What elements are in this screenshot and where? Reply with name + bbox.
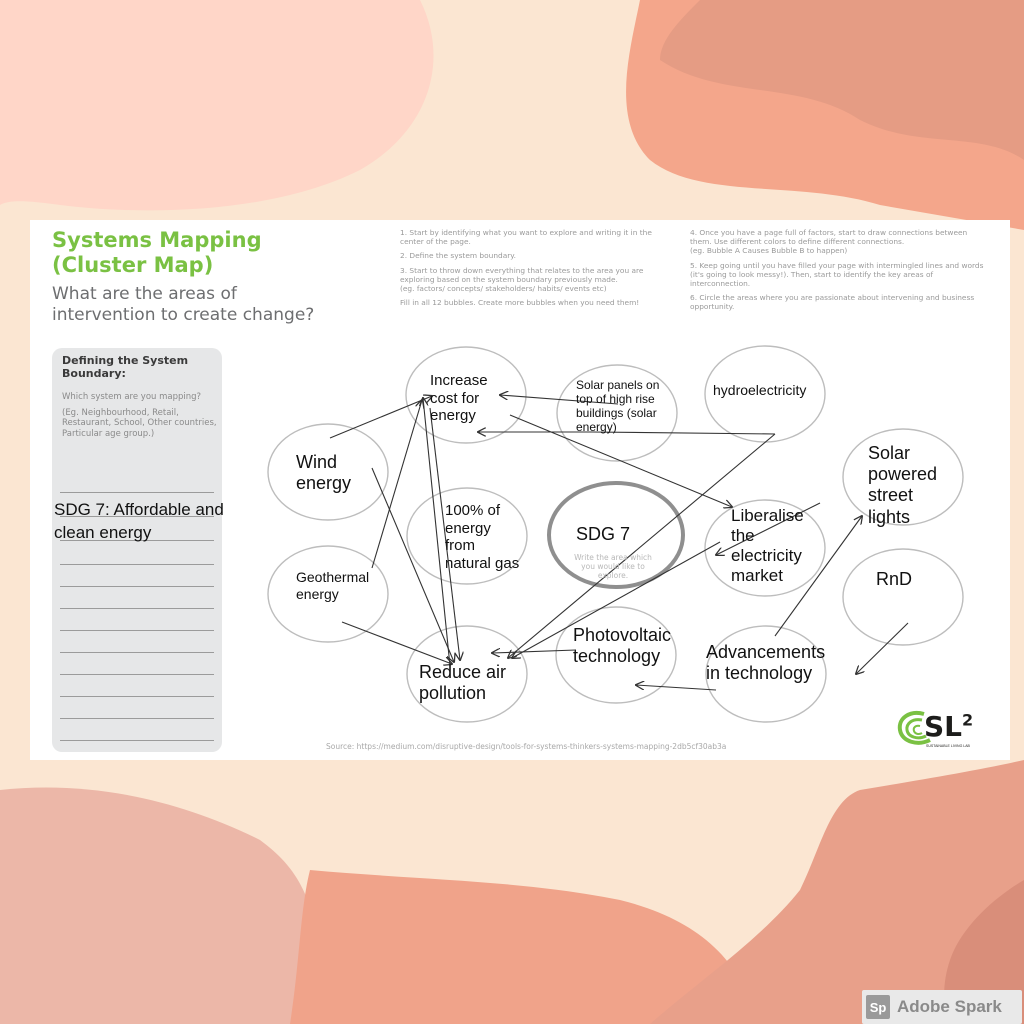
- boundary-heading: Defining the System Boundary:: [62, 354, 189, 380]
- node-increase-cost: Increase cost for energy: [430, 372, 488, 425]
- logo-text: SL: [924, 710, 963, 743]
- bubble-solar-street-lights: [842, 428, 964, 526]
- node-natural-gas: 100% of energy from natural gas: [445, 502, 520, 573]
- arrow-hydro-to-cost: [478, 432, 776, 434]
- worksheet-title: Systems Mapping (Cluster Map): [52, 228, 262, 277]
- adobe-spark-text: Adobe Spark: [897, 997, 1002, 1016]
- instructions-column-1: 1. Start by identifying what you want to…: [400, 228, 652, 308]
- arrow-solar-to-cost: [500, 395, 619, 405]
- bubble-solar-panels: [556, 364, 678, 462]
- bubble-geothermal: [267, 545, 389, 643]
- node-advancements: Advancements in technology: [706, 642, 826, 684]
- bubble-center: [547, 481, 685, 589]
- center-instruction: Write the area which you would like to e…: [574, 553, 652, 580]
- adobe-spark-icon: Sp: [866, 995, 890, 1019]
- arrow-geothermal-to-pollution: [341, 621, 452, 664]
- arrow-liberalise-to-pollution: [512, 541, 721, 658]
- boundary-answer: SDG 7: Affordable and clean energy: [54, 500, 224, 542]
- arrow-street-lights-to-liberalise: [716, 502, 821, 555]
- boundary-prompt: Which system are you mapping? (Eg. Neigh…: [62, 392, 217, 439]
- node-hydroelectricity: hydroelectricity: [713, 382, 807, 398]
- arrow-hydro-to-pollution: [508, 433, 776, 658]
- sl2-logo: SL2 SUSTAINABLE LIVING LAB: [894, 706, 994, 754]
- bubble-liberalise-market: [704, 499, 826, 597]
- arrow-geothermal-to-cost: [371, 400, 422, 569]
- node-photovoltaic: Photovoltaic technology: [573, 625, 672, 667]
- node-geothermal: Geothermal energy: [296, 569, 370, 602]
- bubble-photovoltaic: [555, 606, 677, 704]
- source-citation: Source: https://medium.com/disruptive-de…: [326, 742, 727, 751]
- arrow-advancements-to-street-lights: [774, 516, 862, 637]
- system-boundary-panel: Defining the System Boundary: Which syst…: [52, 348, 222, 752]
- sl2-logo-icon: [897, 711, 931, 745]
- node-solar-street-lights: Solar powered street lights: [868, 443, 938, 527]
- node-rnd: RnD: [876, 569, 913, 589]
- arrow-cost-to-pollution: [429, 407, 460, 660]
- arrow-wind-to-cost: [329, 396, 432, 439]
- bubble-natural-gas: [406, 487, 528, 585]
- worksheet: Systems Mapping (Cluster Map) What are t…: [30, 220, 1010, 760]
- cluster-map: [267, 345, 964, 723]
- node-solar-panels: Solar panels on top of high rise buildin…: [576, 378, 660, 435]
- arrow-rnd-to-advancements: [856, 622, 909, 674]
- adobe-spark-watermark: Sp Adobe Spark: [862, 990, 1022, 1024]
- bubble-advancements: [705, 625, 827, 723]
- logo-caption: SUSTAINABLE LIVING LAB: [926, 744, 970, 748]
- arrow-wind-to-pollution: [371, 467, 454, 662]
- instructions-column-2: 4. Once you have a page full of factors,…: [690, 228, 984, 312]
- arrow-pollution-to-cost: [423, 398, 451, 667]
- bubble-wind-energy: [267, 423, 389, 521]
- arrow-cost-to-liberalise: [509, 414, 732, 507]
- bubble-rnd: [842, 548, 964, 646]
- node-reduce-pollution: Reduce air pollution: [419, 662, 507, 704]
- node-liberalise-market: Liberalise the electricity market: [731, 506, 804, 586]
- arrow-photovoltaic-to-pollution: [492, 650, 577, 653]
- node-wind-energy: Wind energy: [296, 452, 352, 494]
- logo-superscript: 2: [962, 710, 974, 730]
- worksheet-subtitle: What are the areas of intervention to cr…: [52, 284, 315, 325]
- arrow-advancements-to-photovoltaic: [636, 685, 717, 691]
- bubble-increase-cost: [405, 346, 527, 444]
- node-center: SDG 7: [576, 524, 631, 544]
